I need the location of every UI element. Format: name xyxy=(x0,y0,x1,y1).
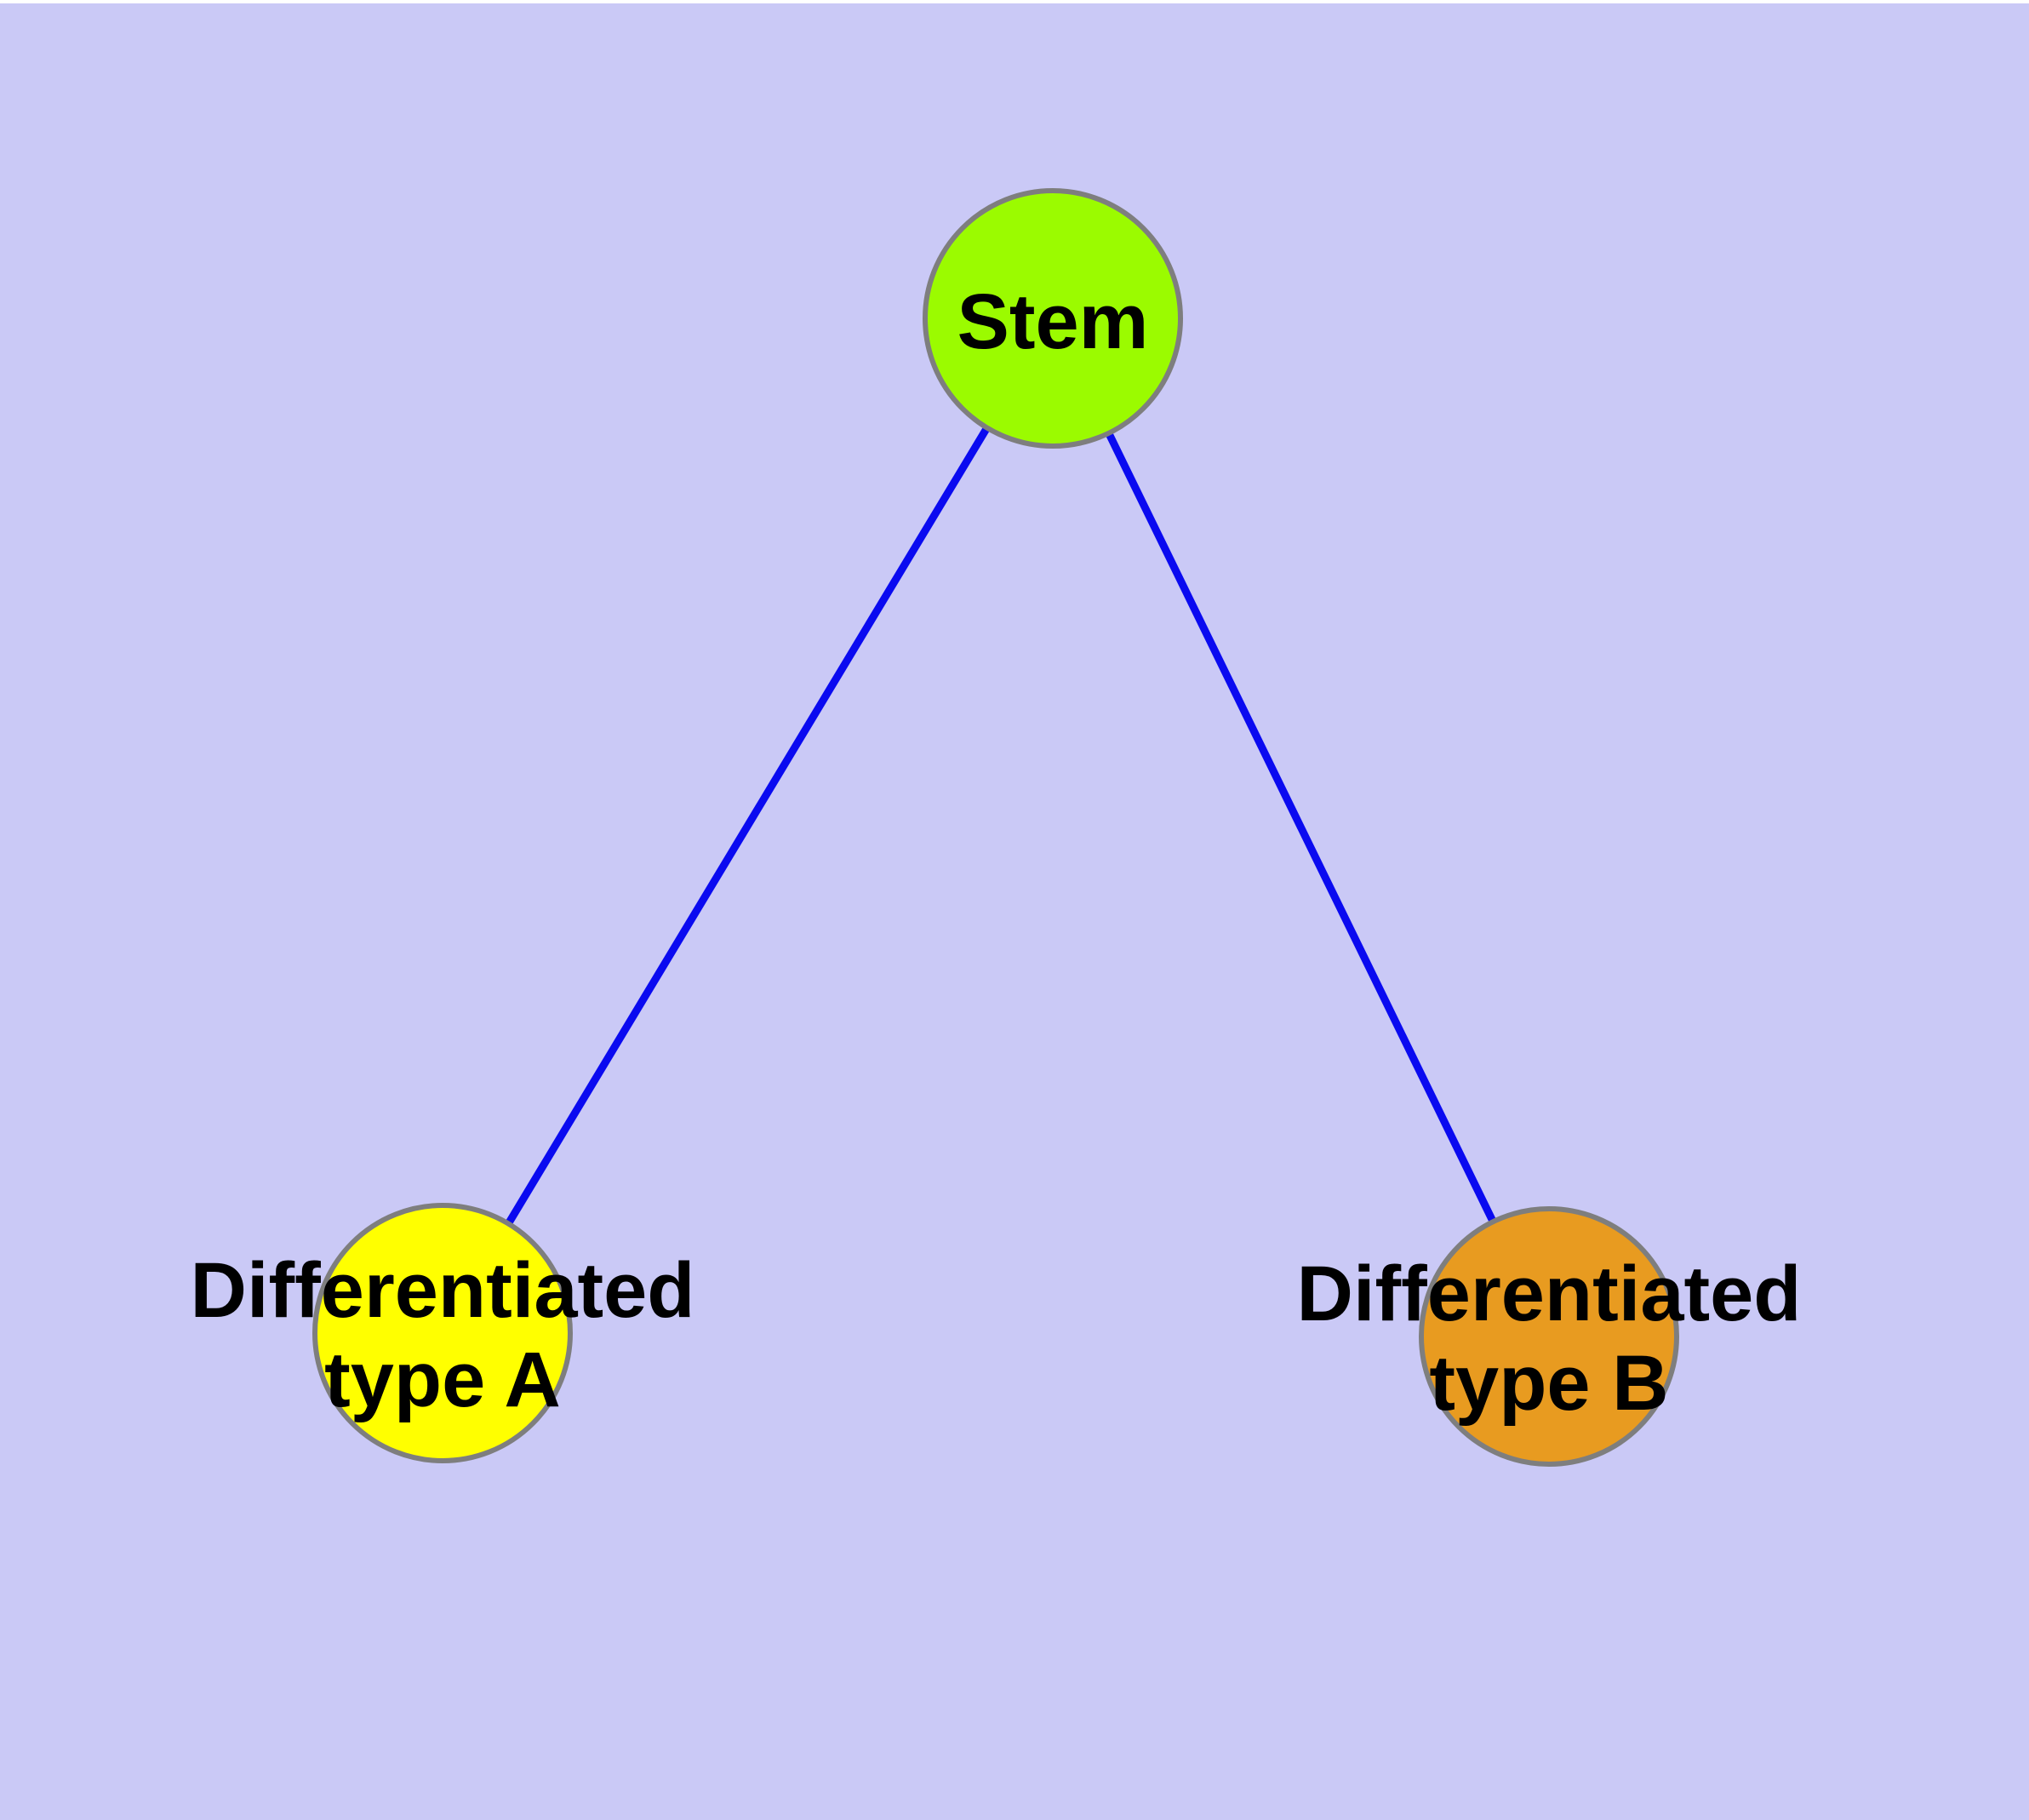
edge-stem-to-type-b xyxy=(1049,317,1553,1338)
node-stem xyxy=(923,188,1183,449)
node-type-a-label-line2: type A xyxy=(324,1336,561,1423)
edge-stem-to-type-a xyxy=(439,316,1056,1336)
node-differentiated-type-b xyxy=(1419,1206,1679,1467)
node-stem-label: Stem xyxy=(957,278,1149,365)
node-type-b-label-line2: type B xyxy=(1429,1340,1668,1427)
node-differentiated-type-a xyxy=(312,1203,573,1463)
node-type-a-label-line1: Differentiated xyxy=(191,1247,695,1334)
node-type-b-label-line1: Differentiated xyxy=(1297,1251,1802,1337)
